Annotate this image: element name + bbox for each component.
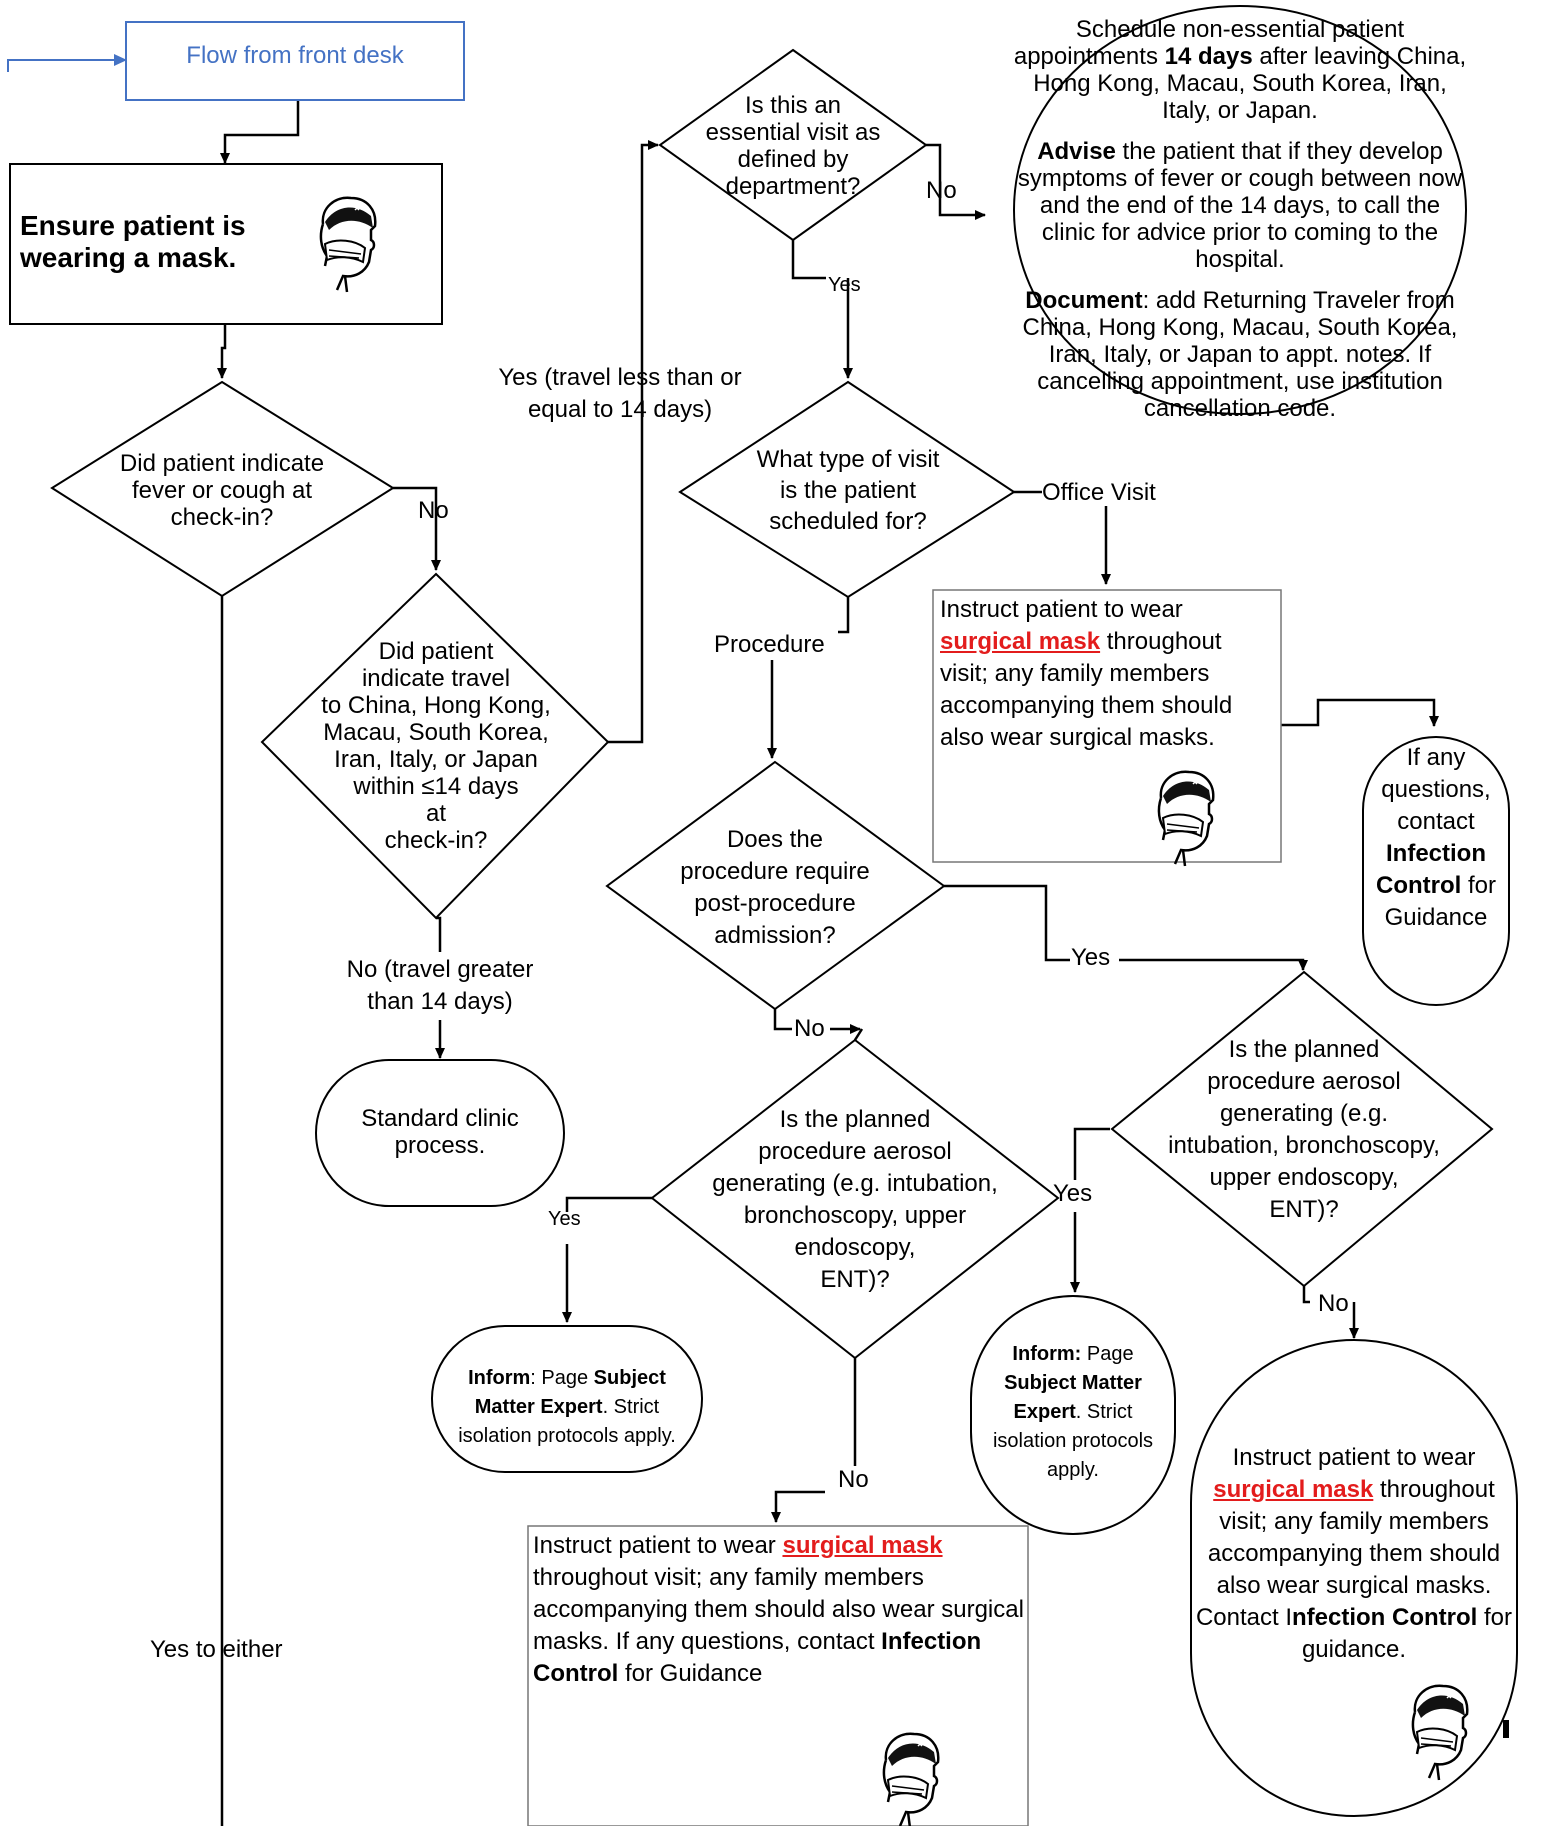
- label-aerosol-left-yes: Yes: [548, 1208, 581, 1230]
- fever-question: Did patient indicate fever or cough at c…: [119, 450, 325, 531]
- front-desk-label: Flow from front desk: [186, 42, 404, 69]
- travel-decision-diamond: [260, 572, 610, 920]
- label-fever-no: No: [418, 497, 449, 524]
- masked-person-icon: [319, 196, 377, 293]
- label-procedure: Procedure: [714, 631, 825, 658]
- surgical-mask-link: surgical mask: [782, 1532, 943, 1559]
- inform-right-rounded-box: [970, 1295, 1176, 1535]
- mask-box-title: Ensure patient is wearing a mask.: [20, 210, 320, 274]
- essential-decision-diamond: [658, 48, 928, 242]
- label-travel-no: No (travel greater than 14 days): [346, 956, 534, 1015]
- questions-rounded-box: [1362, 736, 1510, 1006]
- visit-type-question: What type of visit is the patient schedu…: [756, 446, 940, 535]
- label-aerosol-right-yes: Yes: [1053, 1180, 1093, 1207]
- label-aerosol-right-no: No: [1318, 1290, 1349, 1317]
- office-visit-text: Instruct patient to wear surgical mask t…: [940, 596, 1233, 751]
- travel-question: Did patient indicate travel to China, Ho…: [321, 638, 551, 854]
- inform-left-text: Inform: Page Subject Matter Expert. Stri…: [458, 1367, 676, 1447]
- questions-text: If any questions, contact Infection Cont…: [1376, 744, 1496, 931]
- schedule-ellipse: [1013, 5, 1467, 415]
- label-aerosol-left-no: No: [838, 1466, 869, 1493]
- label-yes-to-either: Yes to either: [150, 1636, 283, 1663]
- front-desk-box: [125, 21, 465, 101]
- surgical-mask-link: surgical mask: [1213, 1476, 1374, 1503]
- label-admission-yes: Yes: [1071, 944, 1111, 971]
- right-instruct-text: Instruct patient to wear surgical mask t…: [1195, 1444, 1513, 1663]
- office-visit-box: [932, 589, 1282, 863]
- mask-box: [9, 163, 443, 325]
- inform-right-text: Inform: Page Subject Matter Expert. Stri…: [992, 1343, 1154, 1481]
- label-admission-no: No: [794, 1015, 825, 1042]
- aerosol-right-question: Is the planned procedure aerosol generat…: [1168, 1036, 1440, 1223]
- admission-decision-diamond: [605, 760, 946, 1011]
- label-travel-yes: Yes (travel less than or equal to 14 day…: [498, 364, 742, 423]
- label-essential-yes: Yes: [828, 274, 861, 296]
- bottom-instruct-box: [527, 1525, 1029, 1826]
- mask-box-title-line1: Ensure patient is: [20, 210, 246, 241]
- label-office-visit: Office Visit: [1042, 479, 1156, 506]
- standard-process-rounded-box: [315, 1059, 565, 1207]
- admission-question: Does the procedure require post-procedur…: [680, 826, 870, 949]
- inform-left-rounded-box: [431, 1325, 703, 1473]
- aerosol-left-decision-diamond: [650, 1038, 1060, 1360]
- visit-type-decision-diamond: [678, 380, 1016, 599]
- standard-process-text: Standard clinic process.: [361, 1105, 519, 1159]
- aerosol-left-question: Is the planned procedure aerosol generat…: [712, 1106, 998, 1293]
- decorative-mark: [1503, 1720, 1509, 1738]
- surgical-mask-link: surgical mask: [940, 628, 1101, 655]
- bottom-instruct-text: Instruct patient to wear surgical mask t…: [533, 1532, 1024, 1687]
- label-essential-no: No: [926, 177, 957, 204]
- essential-question: Is this an essential visit as defined by…: [705, 92, 881, 200]
- schedule-text: Schedule non-essential patient appointme…: [1013, 16, 1467, 422]
- aerosol-right-decision-diamond: [1110, 970, 1494, 1288]
- fever-decision-diamond: [50, 380, 395, 598]
- mask-box-title-line2: wearing a mask.: [20, 242, 237, 273]
